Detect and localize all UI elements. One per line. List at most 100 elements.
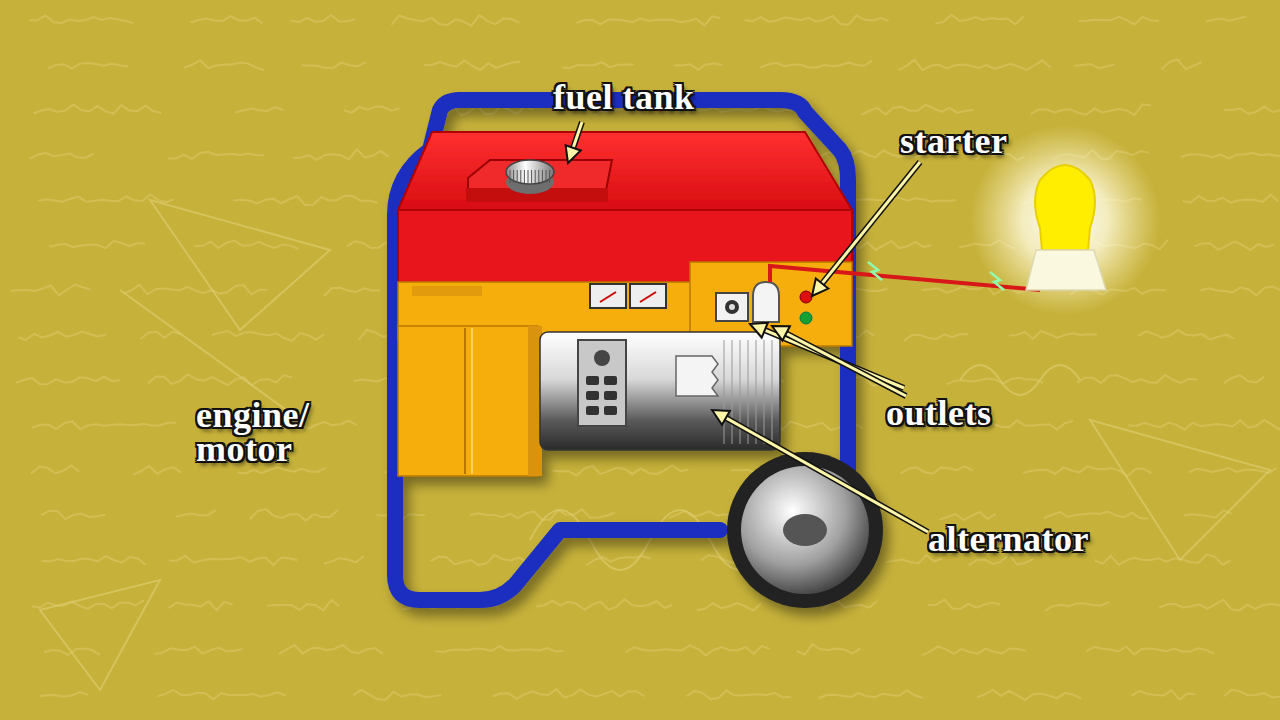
tank-top [398, 132, 852, 210]
scribble [424, 61, 520, 70]
scribble [41, 511, 105, 519]
scribble [250, 509, 338, 521]
scribble [233, 196, 377, 205]
knurl-stroke [510, 170, 511, 183]
scribble [1224, 375, 1264, 383]
scribble [30, 15, 134, 23]
leader-line [726, 418, 928, 532]
panel-buttons [586, 376, 617, 415]
scribble [687, 690, 791, 699]
scribble [11, 284, 91, 295]
scribble [1031, 104, 1151, 115]
scribble [40, 692, 88, 697]
leader-arrowhead [712, 410, 730, 425]
scribble [1045, 602, 1109, 611]
scribble [169, 601, 233, 610]
scribble [1138, 330, 1234, 339]
terminal-box [676, 356, 718, 396]
knurl-stroke [524, 170, 525, 183]
knurl-stroke [517, 170, 518, 183]
knurl-stroke [538, 170, 539, 183]
scribble [626, 645, 770, 655]
leader-arrowhead [750, 323, 768, 338]
scribble [168, 152, 264, 159]
spark-marks [868, 262, 1004, 290]
leader-arrowhead [812, 279, 828, 296]
scribble [293, 149, 389, 160]
scribble [30, 153, 94, 159]
socket-outlet [716, 293, 748, 321]
panel-button [604, 406, 617, 415]
scribble [587, 556, 651, 565]
scribble [42, 556, 146, 565]
gauge [630, 284, 666, 308]
power-wire [770, 266, 1040, 290]
panel-button [586, 391, 599, 400]
scribble [1077, 375, 1197, 383]
scribble [184, 60, 264, 70]
scribble [344, 106, 400, 112]
scribble [1224, 106, 1280, 114]
scribble [904, 334, 968, 341]
part-label: outlets [886, 396, 992, 430]
scribble [552, 465, 688, 475]
scribble [157, 690, 285, 699]
part-label: engine/ motor [196, 398, 366, 466]
stop-button [800, 291, 812, 303]
leader-line [786, 333, 906, 396]
scribble [267, 600, 339, 610]
scribble [212, 331, 324, 341]
scribble [745, 15, 889, 25]
scribble [1044, 511, 1148, 518]
brand-plate [412, 286, 482, 296]
scribble [1194, 242, 1274, 250]
scribble [1200, 286, 1280, 296]
scribble [279, 645, 383, 654]
scribble [1128, 420, 1280, 430]
scribble [324, 556, 364, 564]
scribble [697, 603, 761, 611]
wheel-tyre [727, 452, 883, 608]
scribble [898, 60, 1050, 70]
leader-line [822, 162, 920, 284]
scribble [148, 375, 292, 386]
scribble [886, 555, 942, 563]
scribble [760, 60, 872, 67]
part-label: fuel tank [553, 80, 695, 114]
knurl-stroke [546, 170, 547, 183]
scribble [922, 646, 1026, 655]
panel-button [586, 376, 599, 385]
scribble [176, 510, 216, 517]
scribble [32, 421, 176, 429]
alternator-housing [540, 332, 780, 450]
knurl-stroke [520, 170, 521, 183]
scribble [291, 15, 355, 22]
fuel-cap [506, 160, 554, 184]
scribble [796, 644, 860, 655]
scribble [195, 241, 299, 249]
formula-scribbles [11, 15, 1280, 700]
scribble [191, 16, 263, 23]
scribble [123, 285, 267, 295]
scribble [1181, 152, 1280, 159]
part-label: starter [900, 124, 1007, 158]
engine-block [398, 326, 538, 476]
scribble [391, 15, 519, 26]
scribble [536, 599, 672, 610]
scribble [928, 599, 1000, 608]
scribble [1086, 646, 1214, 654]
scribble [1183, 195, 1279, 203]
scribble [940, 512, 996, 520]
scribble [1009, 331, 1097, 339]
wheel-hub [783, 514, 827, 546]
scribble [238, 467, 326, 473]
scribble [674, 63, 722, 69]
frame-base [440, 530, 720, 600]
scribble [353, 690, 441, 700]
scribble [576, 16, 720, 25]
start-button [800, 312, 812, 324]
scribble [435, 646, 563, 652]
scribble [901, 466, 973, 473]
scribble [324, 288, 380, 296]
